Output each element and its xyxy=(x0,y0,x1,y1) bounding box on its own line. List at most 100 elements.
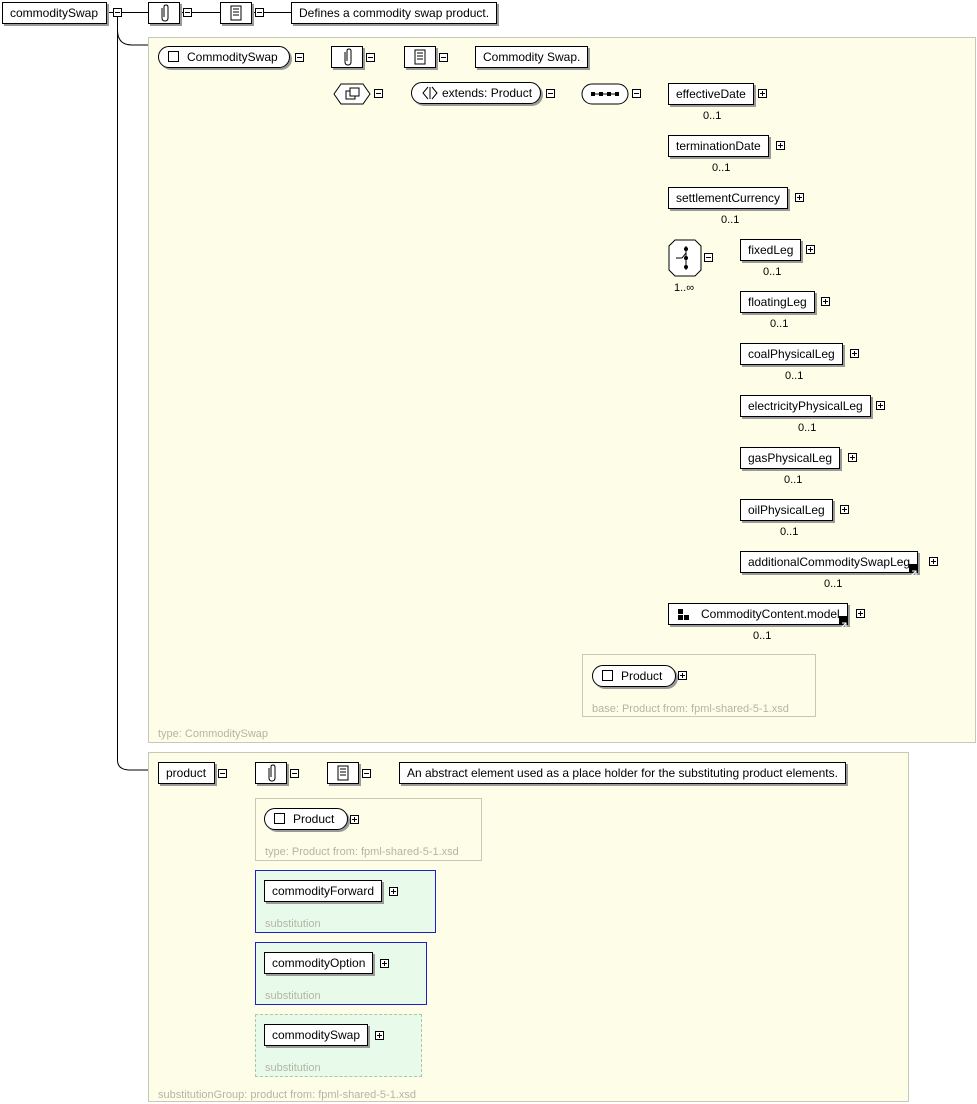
base-type-product[interactable]: Product xyxy=(592,665,676,687)
collapse-toggle[interactable] xyxy=(362,769,371,778)
root-doc-text: Defines a commodity swap product. xyxy=(299,6,490,20)
expand-toggle[interactable] xyxy=(350,815,359,824)
documentation-icon xyxy=(220,2,252,24)
element-label: gasPhysicalLeg xyxy=(748,451,833,465)
expand-toggle[interactable] xyxy=(375,1031,384,1040)
element-label: terminationDate xyxy=(676,139,761,153)
group-label: CommodityContent.model xyxy=(701,607,840,621)
product-doc-text: An abstract element used as a place hold… xyxy=(407,766,838,780)
expand-toggle[interactable] xyxy=(389,887,398,896)
annotation-icon xyxy=(148,2,180,24)
element-terminationdate[interactable]: terminationDate xyxy=(668,135,769,157)
expand-toggle[interactable] xyxy=(856,609,865,618)
choice-occurrence: 1..∞ xyxy=(674,282,695,294)
type-name: Product xyxy=(293,812,335,826)
collapse-toggle[interactable] xyxy=(183,8,192,17)
expand-toggle[interactable] xyxy=(821,297,830,306)
expand-toggle[interactable] xyxy=(380,959,389,968)
documentation-icon xyxy=(404,46,436,68)
element-effectivedate[interactable]: effectiveDate xyxy=(668,83,754,105)
complex-type-icon xyxy=(168,51,179,62)
occurrence-label: 0..1 xyxy=(785,370,804,382)
collapse-toggle[interactable] xyxy=(366,53,375,62)
extension-icon xyxy=(422,86,438,100)
group-commoditycontent-model[interactable]: CommodityContent.model xyxy=(668,603,848,629)
collapse-toggle[interactable] xyxy=(290,769,299,778)
expand-toggle[interactable] xyxy=(850,349,859,358)
root-element-label: commoditySwap xyxy=(10,6,99,20)
occurrence-label: 0..1 xyxy=(780,526,799,538)
element-oilphysicalleg[interactable]: oilPhysicalLeg xyxy=(740,499,833,521)
reference-arrow-icon xyxy=(838,616,848,629)
occurrence-label: 0..1 xyxy=(784,474,803,486)
collapse-toggle[interactable] xyxy=(295,53,304,62)
expand-toggle[interactable] xyxy=(848,453,857,462)
expand-toggle[interactable] xyxy=(678,671,687,680)
element-electricityphysicalleg[interactable]: electricityPhysicalLeg xyxy=(740,395,871,417)
group-icon xyxy=(678,609,689,620)
occurrence-label: 0..1 xyxy=(721,214,740,226)
element-label: floatingLeg xyxy=(748,295,807,309)
element-label: commodityOption xyxy=(272,956,366,970)
occurrence-label: 0..1 xyxy=(763,266,782,278)
element-settlementcurrency[interactable]: settlementCurrency xyxy=(668,187,789,209)
expand-toggle[interactable] xyxy=(840,505,849,514)
expand-toggle[interactable] xyxy=(876,401,885,410)
reference-arrow-icon xyxy=(909,564,919,577)
element-label: commodityForward xyxy=(272,884,375,898)
element-additionalcommodityswapleg[interactable]: additionalCommoditySwapLeg xyxy=(740,551,919,577)
substitution-label: substitution xyxy=(265,918,321,930)
documentation-icon xyxy=(327,762,359,784)
element-product[interactable]: product xyxy=(158,762,215,784)
complex-type-icon xyxy=(274,813,285,824)
collapse-toggle[interactable] xyxy=(632,89,641,98)
base-type-label: base: Product from: fpml-shared-5-1.xsd xyxy=(592,703,789,715)
product-type-product[interactable]: Product xyxy=(264,808,348,830)
occurrence-label: 0..1 xyxy=(770,318,789,330)
element-floatingleg[interactable]: floatingLeg xyxy=(740,291,815,313)
element-label: settlementCurrency xyxy=(676,191,781,205)
element-commodityoption[interactable]: commodityOption xyxy=(264,952,374,974)
collapse-toggle[interactable] xyxy=(374,89,383,98)
sequence-icon xyxy=(581,83,629,105)
collapse-toggle[interactable] xyxy=(218,769,227,778)
collapse-toggle[interactable] xyxy=(113,8,122,17)
extends-product[interactable]: extends: Product xyxy=(411,82,541,104)
expand-toggle[interactable] xyxy=(758,89,767,98)
occurrence-label: 0..1 xyxy=(824,578,843,590)
expand-toggle[interactable] xyxy=(806,245,815,254)
element-label: oilPhysicalLeg xyxy=(748,503,825,517)
type-documentation: Commodity Swap. xyxy=(475,46,589,68)
annotation-icon xyxy=(255,762,287,784)
expand-toggle[interactable] xyxy=(795,193,804,202)
element-label: additionalCommoditySwapLeg xyxy=(748,555,911,569)
choice-icon xyxy=(668,239,702,277)
element-commodityswap[interactable]: commoditySwap xyxy=(264,1024,369,1046)
collapse-toggle[interactable] xyxy=(255,8,264,17)
element-commodityforward[interactable]: commodityForward xyxy=(264,880,383,902)
element-coalphysicalleg[interactable]: coalPhysicalLeg xyxy=(740,343,843,365)
expand-toggle[interactable] xyxy=(929,557,938,566)
element-fixedleg[interactable]: fixedLeg xyxy=(740,239,802,261)
collapse-toggle[interactable] xyxy=(704,253,713,262)
collapse-toggle[interactable] xyxy=(439,53,448,62)
occurrence-label: 0..1 xyxy=(798,422,817,434)
complex-content-icon xyxy=(333,83,371,105)
extends-label: extends: Product xyxy=(442,86,533,100)
occurrence-label: 0..1 xyxy=(712,162,731,174)
element-label: commoditySwap xyxy=(272,1028,361,1042)
type-panel xyxy=(148,37,976,743)
expand-toggle[interactable] xyxy=(776,141,785,150)
product-panel-footer: substitutionGroup: product from: fpml-sh… xyxy=(158,1089,417,1101)
element-label: effectiveDate xyxy=(676,87,746,101)
complex-type-commodityswap[interactable]: CommoditySwap xyxy=(158,46,290,68)
element-label: fixedLeg xyxy=(748,243,794,257)
element-label: coalPhysicalLeg xyxy=(748,347,835,361)
element-gasphysicalleg[interactable]: gasPhysicalLeg xyxy=(740,447,841,469)
annotation-icon xyxy=(331,46,363,68)
root-element-commodityswap[interactable]: commoditySwap xyxy=(2,2,107,24)
collapse-toggle[interactable] xyxy=(546,89,555,98)
type-name-label: CommoditySwap xyxy=(187,50,278,64)
element-label: electricityPhysicalLeg xyxy=(748,399,863,413)
element-label: product xyxy=(166,766,207,780)
